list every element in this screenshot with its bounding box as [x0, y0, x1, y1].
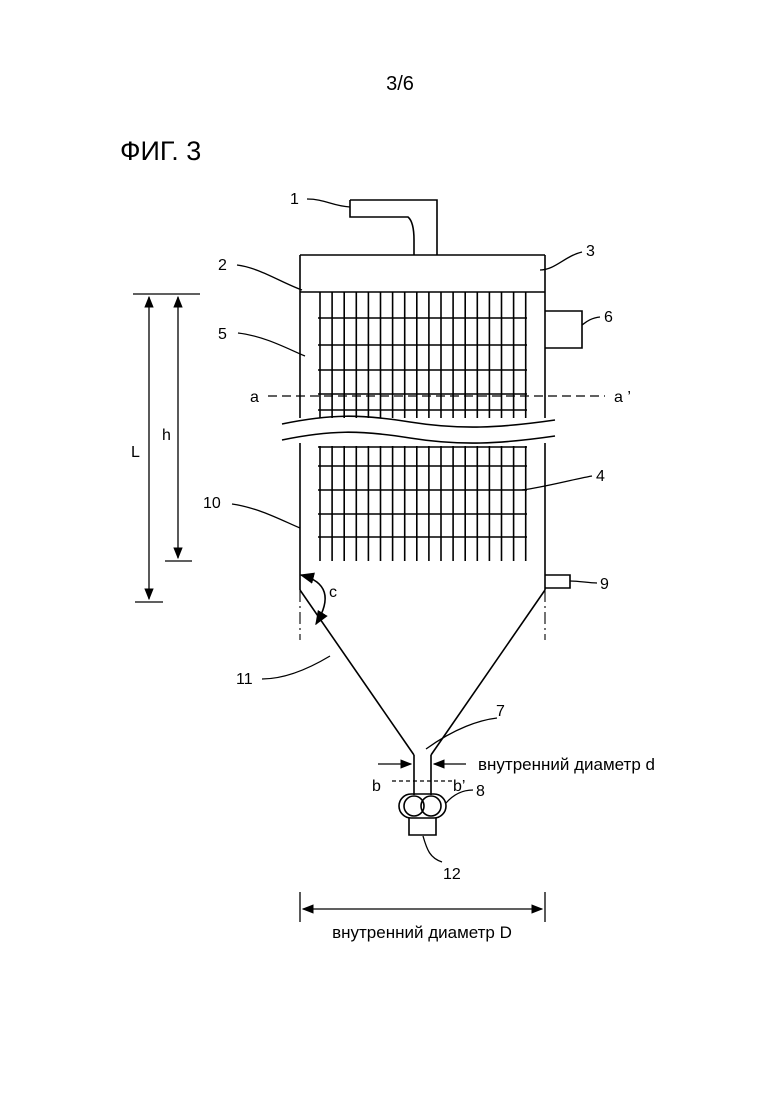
- label-10: 10: [203, 495, 221, 512]
- label-11: 11: [236, 671, 253, 688]
- label-c: c: [329, 584, 337, 601]
- figure-title: ФИГ. 3: [120, 136, 201, 166]
- label-5: 5: [218, 326, 227, 343]
- leader-3: [540, 252, 582, 270]
- label-b-prime: b’: [453, 778, 465, 795]
- filter-grid-upper: [318, 292, 527, 418]
- label-inner-diameter-D: внутренний диаметр D: [332, 923, 512, 942]
- label-a: a: [250, 389, 259, 406]
- leader-4: [522, 476, 592, 490]
- label-9: 9: [600, 576, 609, 593]
- leader-12: [423, 836, 442, 862]
- label-1: 1: [290, 191, 299, 208]
- leader-11: [262, 656, 330, 679]
- leader-5: [238, 333, 305, 356]
- hopper-cone: [300, 590, 545, 755]
- label-4: 4: [596, 468, 605, 485]
- label-7: 7: [496, 703, 505, 720]
- outlet-nozzle: [545, 311, 582, 348]
- label-2: 2: [218, 257, 227, 274]
- filter-grid-lower: [318, 446, 527, 561]
- label-L: L: [131, 444, 140, 461]
- outlet-12: [409, 818, 436, 835]
- label-a-prime: a ’: [614, 389, 631, 406]
- leader-2: [237, 265, 302, 290]
- nozzle-9: [545, 575, 570, 588]
- angle-arc: [301, 575, 325, 624]
- page-number: 3/6: [386, 73, 414, 95]
- leader-9: [570, 581, 597, 583]
- label-b: b: [372, 778, 381, 795]
- label-12: 12: [443, 866, 461, 883]
- leader-1: [307, 199, 350, 207]
- label-inner-diameter-d: внутренний диаметр d: [478, 755, 655, 774]
- label-6: 6: [604, 309, 613, 326]
- leader-6: [582, 317, 600, 325]
- label-8: 8: [476, 783, 485, 800]
- label-3: 3: [586, 243, 595, 260]
- discharge-neck: [414, 755, 431, 795]
- break-line-bottom: [282, 432, 555, 443]
- leader-7: [426, 718, 497, 749]
- leader-10: [232, 504, 300, 528]
- inlet-pipe: [350, 200, 437, 255]
- rotary-valve: [399, 794, 446, 818]
- label-h: h: [162, 427, 171, 444]
